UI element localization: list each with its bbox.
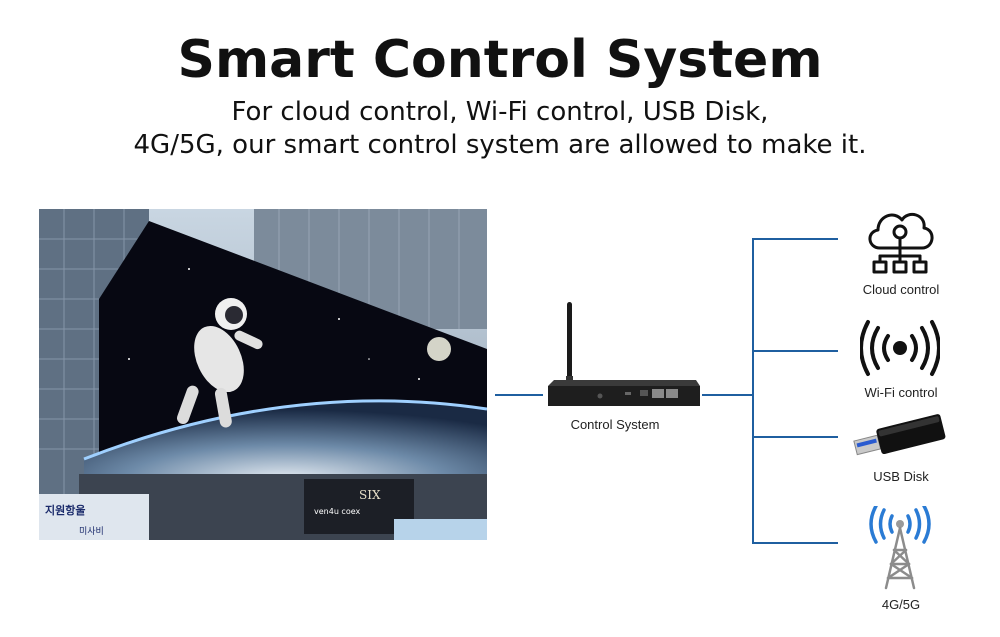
- cloud-network-icon: [860, 200, 940, 280]
- control-system-label: Control System: [570, 417, 660, 432]
- subtitle-line-2: 4G/5G, our smart control system are allo…: [133, 130, 867, 160]
- usb-disk-label: USB Disk: [873, 469, 929, 484]
- photo-sign-text-4: 미사비: [79, 526, 104, 537]
- connector-branch-usb: [752, 436, 838, 438]
- connector-branch-4g5g: [752, 542, 838, 544]
- subtitle-line-1: For cloud control, Wi-Fi control, USB Di…: [231, 97, 769, 127]
- cell-tower-icon: [862, 504, 938, 594]
- led-billboard-photo: 지원항울 미사비 SIX ven4u coex: [39, 209, 487, 540]
- connector-device-to-trunk: [702, 394, 754, 396]
- cloud-control-label: Cloud control: [862, 282, 940, 297]
- connector-branch-wifi: [752, 350, 838, 352]
- connector-branch-cloud: [752, 238, 838, 240]
- page-title: Smart Control System: [177, 30, 823, 90]
- 4g5g-label: 4G/5G: [881, 597, 921, 612]
- connector-photo-to-device: [495, 394, 543, 396]
- photo-sign-text: 지원항울: [45, 503, 85, 517]
- wifi-control-label: Wi-Fi control: [864, 385, 938, 400]
- connector-trunk: [752, 238, 754, 544]
- wifi-broadcast-icon: [859, 318, 941, 382]
- photo-sign-text-3: ven4u coex: [314, 507, 361, 516]
- photo-sign-text-2: SIX: [359, 488, 381, 502]
- control-system-device: [540, 300, 710, 419]
- usb-disk-icon: [848, 408, 950, 468]
